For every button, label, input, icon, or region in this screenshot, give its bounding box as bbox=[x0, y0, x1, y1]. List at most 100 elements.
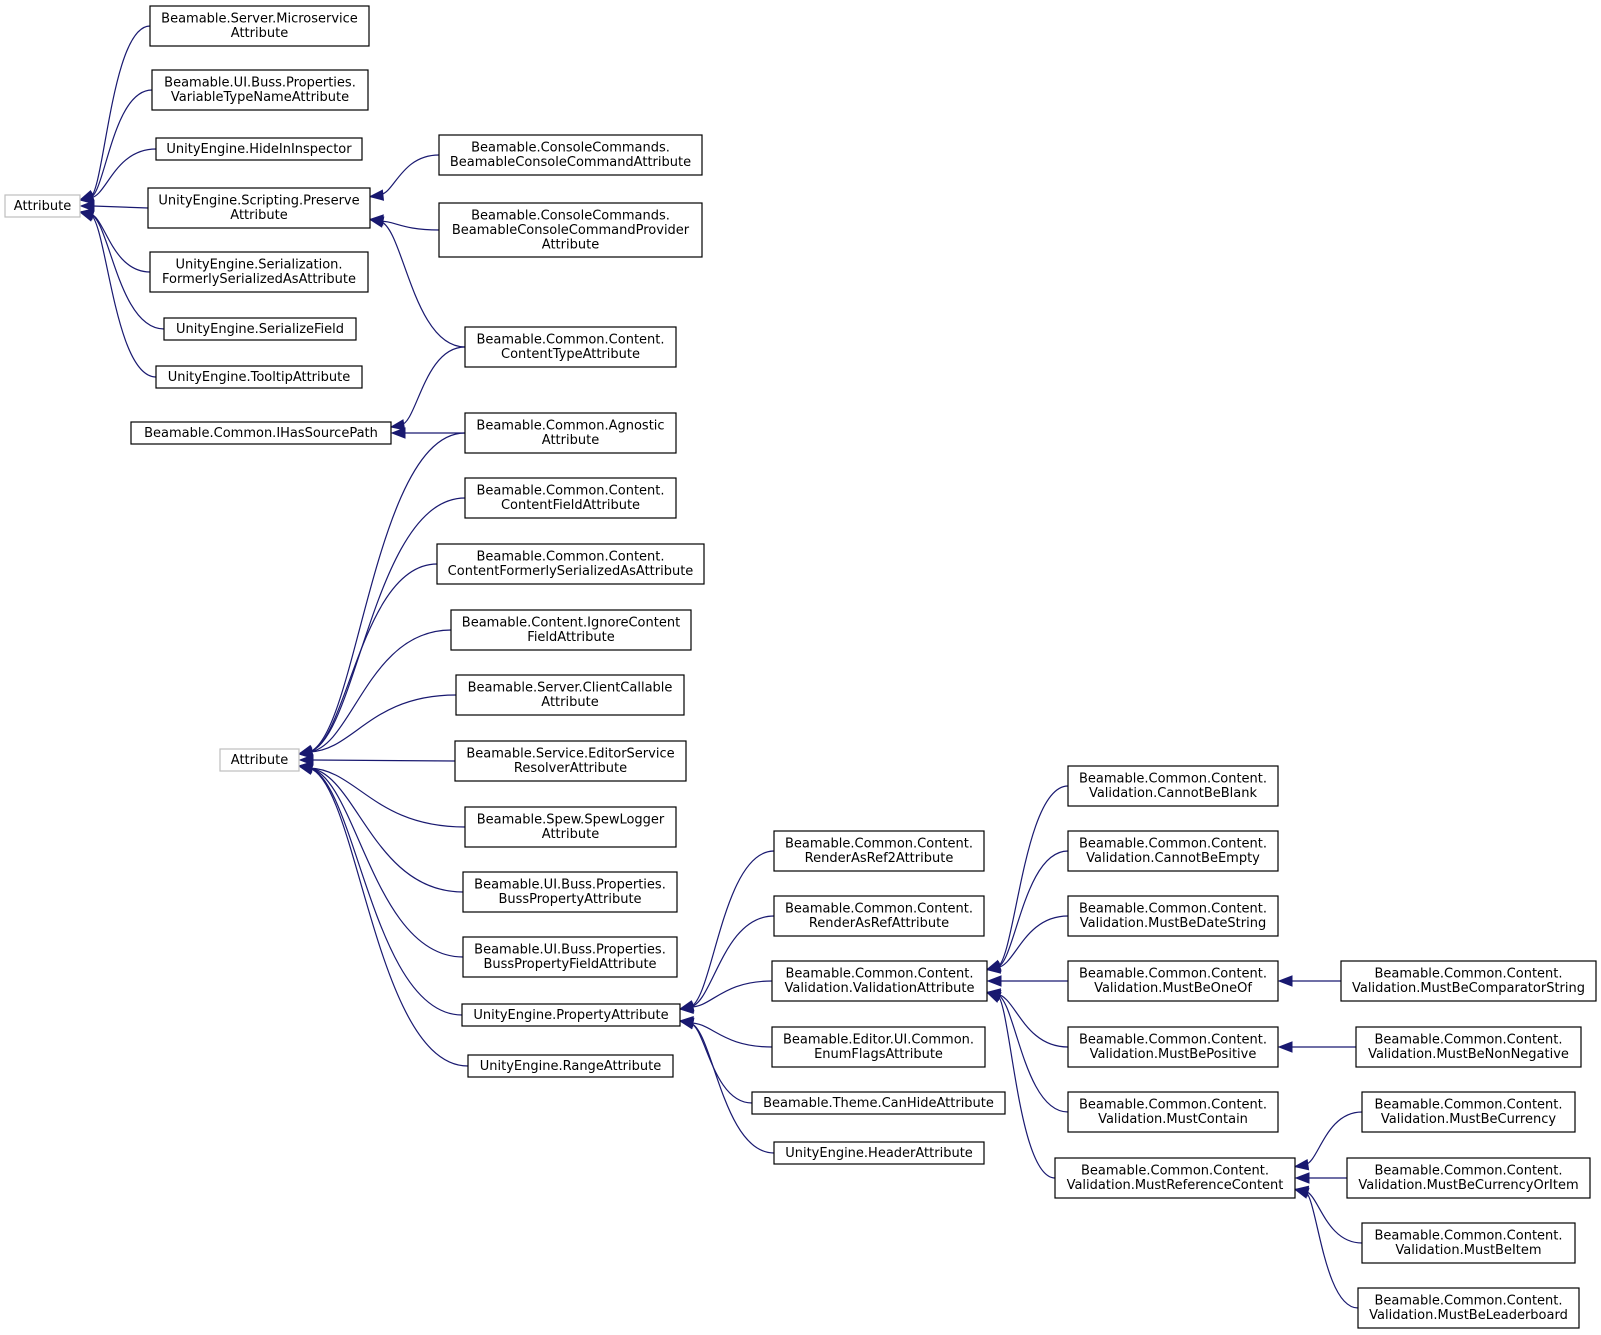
class-node-contentformerly[interactable]: Beamable.Common.Content.ContentFormerlyS… bbox=[436, 543, 705, 585]
class-node-box bbox=[461, 1003, 681, 1027]
class-node-contenttype[interactable]: Beamable.Common.Content.ContentTypeAttri… bbox=[464, 326, 677, 368]
class-node-box bbox=[1355, 1026, 1582, 1068]
class-node-ignorecontent[interactable]: Beamable.Content.IgnoreContentFieldAttri… bbox=[450, 609, 692, 651]
class-node-ihassourcepath[interactable]: Beamable.Common.IHasSourcePath bbox=[130, 421, 392, 445]
class-node-contentfield[interactable]: Beamable.Common.Content.ContentFieldAttr… bbox=[464, 477, 677, 519]
class-node-box bbox=[773, 1141, 985, 1165]
inheritance-edge bbox=[678, 980, 773, 1015]
inheritance-edge bbox=[78, 25, 151, 201]
class-node-formerly[interactable]: UnityEngine.Serialization.FormerlySerial… bbox=[149, 251, 369, 293]
class-node-box bbox=[464, 806, 677, 848]
class-node-label: Validation.MustBeCurrencyOrItem bbox=[1358, 1178, 1578, 1193]
class-node-variabletype[interactable]: Beamable.UI.Buss.Properties.VariableType… bbox=[151, 69, 369, 111]
edges-layer bbox=[78, 25, 1363, 1309]
class-node-label: Beamable.Common.Content. bbox=[1079, 1033, 1267, 1048]
class-node-cannotbeempty[interactable]: Beamable.Common.Content.Validation.Canno… bbox=[1067, 830, 1279, 872]
class-node-label: RenderAsRefAttribute bbox=[809, 916, 949, 931]
class-node-mustbecurrency[interactable]: Beamable.Common.Content.Validation.MustB… bbox=[1361, 1091, 1576, 1133]
class-node-mustbecomparator[interactable]: Beamable.Common.Content.Validation.MustB… bbox=[1340, 960, 1597, 1002]
class-node-label: Beamable.Common.Content. bbox=[1374, 1098, 1562, 1113]
class-node-rangeattr[interactable]: UnityEngine.RangeAttribute bbox=[467, 1054, 674, 1078]
class-node-label: Validation.MustBeCurrency bbox=[1381, 1112, 1556, 1127]
class-node-editorservice[interactable]: Beamable.Service.EditorServiceResolverAt… bbox=[454, 740, 687, 782]
class-node-header[interactable]: UnityEngine.HeaderAttribute bbox=[773, 1141, 985, 1165]
inheritance-edge bbox=[985, 991, 1056, 1179]
class-node-label: Validation.MustBePositive bbox=[1090, 1047, 1257, 1062]
inheritance-edge bbox=[78, 89, 153, 203]
inheritance-edge bbox=[368, 216, 466, 348]
class-node-attr1[interactable]: Attribute bbox=[4, 194, 81, 218]
class-node-box bbox=[1346, 1157, 1591, 1199]
class-node-label: Attribute bbox=[542, 827, 599, 842]
class-node-label: Validation.MustBeItem bbox=[1395, 1243, 1541, 1258]
class-node-box bbox=[219, 748, 300, 772]
inheritance-edge bbox=[985, 915, 1069, 974]
class-node-hideininspector[interactable]: UnityEngine.HideInInspector bbox=[155, 137, 363, 161]
class-node-busspropertyfield[interactable]: Beamable.UI.Buss.Properties.BussProperty… bbox=[462, 936, 678, 978]
class-node-mustbedatestring[interactable]: Beamable.Common.Content.Validation.MustB… bbox=[1067, 895, 1279, 937]
inheritance-edge bbox=[78, 210, 157, 378]
class-node-label: Beamable.UI.Buss.Properties. bbox=[164, 76, 356, 91]
class-node-bussproperty[interactable]: Beamable.UI.Buss.Properties.BussProperty… bbox=[462, 871, 678, 913]
class-node-propertyattr[interactable]: UnityEngine.PropertyAttribute bbox=[461, 1003, 681, 1027]
inheritance-edge bbox=[297, 432, 466, 756]
class-node-consolecmdprov[interactable]: Beamable.ConsoleCommands.BeamableConsole… bbox=[438, 202, 703, 258]
class-node-label: Attribute bbox=[541, 695, 598, 710]
class-node-label: Beamable.Common.Content. bbox=[1374, 1164, 1562, 1179]
class-node-label: FormerlySerializedAsAttribute bbox=[162, 272, 356, 287]
class-node-box bbox=[1067, 960, 1279, 1002]
class-node-mustbepositive[interactable]: Beamable.Common.Content.Validation.MustB… bbox=[1067, 1026, 1279, 1068]
class-node-tooltip[interactable]: UnityEngine.TooltipAttribute bbox=[155, 365, 363, 389]
class-node-consolecmd[interactable]: Beamable.ConsoleCommands.BeamableConsole… bbox=[438, 134, 703, 176]
class-node-box bbox=[1357, 1287, 1580, 1329]
class-node-label: Validation.CannotBeEmpty bbox=[1086, 851, 1260, 866]
class-node-serializefield[interactable]: UnityEngine.SerializeField bbox=[163, 317, 357, 341]
class-node-label: Beamable.Common.Content. bbox=[1079, 772, 1267, 787]
inheritance-edge bbox=[297, 694, 457, 759]
class-node-box bbox=[438, 134, 703, 176]
class-node-label: BeamableConsoleCommandProvider bbox=[452, 223, 690, 238]
class-node-label: UnityEngine.TooltipAttribute bbox=[168, 370, 350, 385]
class-node-enumflags[interactable]: Beamable.Editor.UI.Common.EnumFlagsAttri… bbox=[771, 1026, 986, 1068]
class-node-label: BeamableConsoleCommandAttribute bbox=[450, 155, 691, 170]
class-node-label: VariableTypeNameAttribute bbox=[171, 90, 349, 105]
class-node-cannotbeblank[interactable]: Beamable.Common.Content.Validation.Canno… bbox=[1067, 765, 1279, 807]
class-node-mustbeoneof[interactable]: Beamable.Common.Content.Validation.MustB… bbox=[1067, 960, 1279, 1002]
class-node-label: Beamable.Common.Content. bbox=[785, 967, 973, 982]
class-node-box bbox=[1361, 1091, 1576, 1133]
class-node-mustbeitem[interactable]: Beamable.Common.Content.Validation.MustB… bbox=[1361, 1222, 1576, 1264]
class-node-label: Beamable.ConsoleCommands. bbox=[471, 208, 670, 223]
inheritance-edge bbox=[1277, 975, 1341, 987]
class-node-canhide[interactable]: Beamable.Theme.CanHideAttribute bbox=[751, 1091, 1006, 1115]
class-node-label: Beamable.Common.Content. bbox=[476, 484, 664, 499]
class-node-mustbeleaderboard[interactable]: Beamable.Common.Content.Validation.MustB… bbox=[1357, 1287, 1580, 1329]
inheritance-edge bbox=[678, 1015, 773, 1048]
class-node-label: ContentFieldAttribute bbox=[501, 498, 640, 513]
class-node-label: UnityEngine.HideInInspector bbox=[166, 142, 352, 157]
class-node-renderasref2[interactable]: Beamable.Common.Content.RenderAsRef2Attr… bbox=[773, 830, 985, 872]
class-node-attr2[interactable]: Attribute bbox=[219, 748, 300, 772]
inheritance-edge bbox=[678, 915, 775, 1013]
inheritance-edge bbox=[297, 563, 438, 757]
class-node-label: Beamable.Common.Content. bbox=[1079, 1098, 1267, 1113]
class-node-label: UnityEngine.SerializeField bbox=[176, 322, 344, 337]
inheritance-edge bbox=[1294, 1172, 1347, 1184]
class-node-label: BussPropertyAttribute bbox=[498, 892, 641, 907]
class-node-label: Beamable.Common.Content. bbox=[1374, 1294, 1562, 1309]
class-node-mustbecurrencyoritem[interactable]: Beamable.Common.Content.Validation.MustB… bbox=[1346, 1157, 1591, 1199]
class-node-label: Attribute bbox=[231, 26, 288, 41]
class-node-renderasref[interactable]: Beamable.Common.Content.RenderAsRefAttri… bbox=[773, 895, 985, 937]
class-node-mustreference[interactable]: Beamable.Common.Content.Validation.MustR… bbox=[1054, 1157, 1296, 1199]
class-node-label: UnityEngine.Serialization. bbox=[175, 258, 342, 273]
class-node-label: Validation.ValidationAttribute bbox=[785, 981, 975, 996]
class-node-validation[interactable]: Beamable.Common.Content.Validation.Valid… bbox=[771, 960, 988, 1002]
class-node-mustcontain[interactable]: Beamable.Common.Content.Validation.MustC… bbox=[1067, 1091, 1279, 1133]
class-node-mustbenonnegative[interactable]: Beamable.Common.Content.Validation.MustB… bbox=[1355, 1026, 1582, 1068]
inheritance-edge bbox=[1293, 1187, 1359, 1309]
